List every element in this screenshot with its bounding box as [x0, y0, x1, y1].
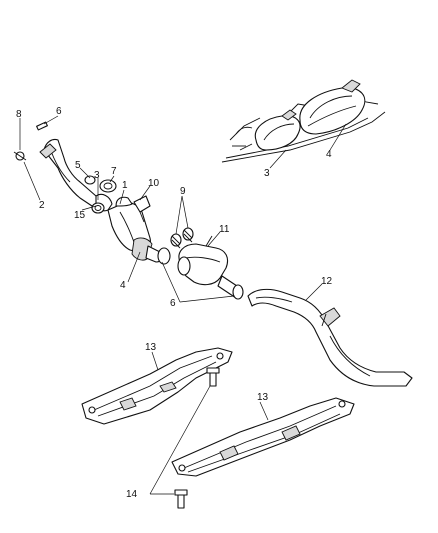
callout-13-upper: 13: [145, 342, 157, 353]
flange-part-3: [84, 175, 96, 185]
bolt-part-14-upper: [206, 367, 220, 387]
callout-4-inset: 4: [326, 149, 332, 160]
callout-7: 7: [111, 166, 117, 177]
spring-bolt-part-9b: [182, 227, 194, 243]
inset-converter-rear: [299, 79, 366, 135]
callout-2: 2: [39, 200, 45, 211]
heat-shield-lower: [171, 397, 355, 477]
callout-3-inset: 3: [264, 168, 270, 179]
callout-labels: 8 6 2 5 3 7 1 10 9 15 4 6 11 12 13 13 14…: [16, 106, 333, 500]
callout-10: 10: [148, 178, 160, 189]
bracket-part-10: [133, 195, 151, 223]
callout-11: 11: [219, 224, 230, 235]
stud-part-6-upper: [36, 121, 48, 131]
callout-12: 12: [321, 276, 333, 287]
tail-pipe-part-12: [247, 288, 413, 387]
heat-shield-upper: [81, 347, 233, 425]
callout-8: 8: [16, 109, 22, 120]
clamp-part-8: [13, 151, 27, 161]
spring-bolt-part-9a: [170, 233, 182, 249]
front-exhaust-pipe: [39, 138, 113, 212]
muffler-part-11: [177, 235, 244, 300]
callout-6-upper: 6: [56, 106, 62, 117]
bolt-part-14-lower: [174, 489, 188, 509]
callout-5: 5: [75, 160, 81, 171]
callout-1: 1: [122, 180, 128, 191]
callout-3-left: 3: [94, 170, 100, 181]
callout-13-lower: 13: [257, 392, 269, 403]
callout-14: 14: [126, 489, 138, 500]
leader-lines: [19, 115, 347, 495]
inset-converter-front: [254, 109, 301, 151]
callout-6-lower: 6: [170, 298, 176, 309]
catalytic-converter-main: [107, 196, 171, 265]
inset-catalytic-converters: [221, 79, 386, 163]
clamp-part-15: [91, 202, 105, 214]
callout-15: 15: [74, 210, 86, 221]
gasket-part-7: [99, 179, 117, 193]
callout-9: 9: [180, 186, 186, 197]
callout-4-left: 4: [120, 280, 126, 291]
